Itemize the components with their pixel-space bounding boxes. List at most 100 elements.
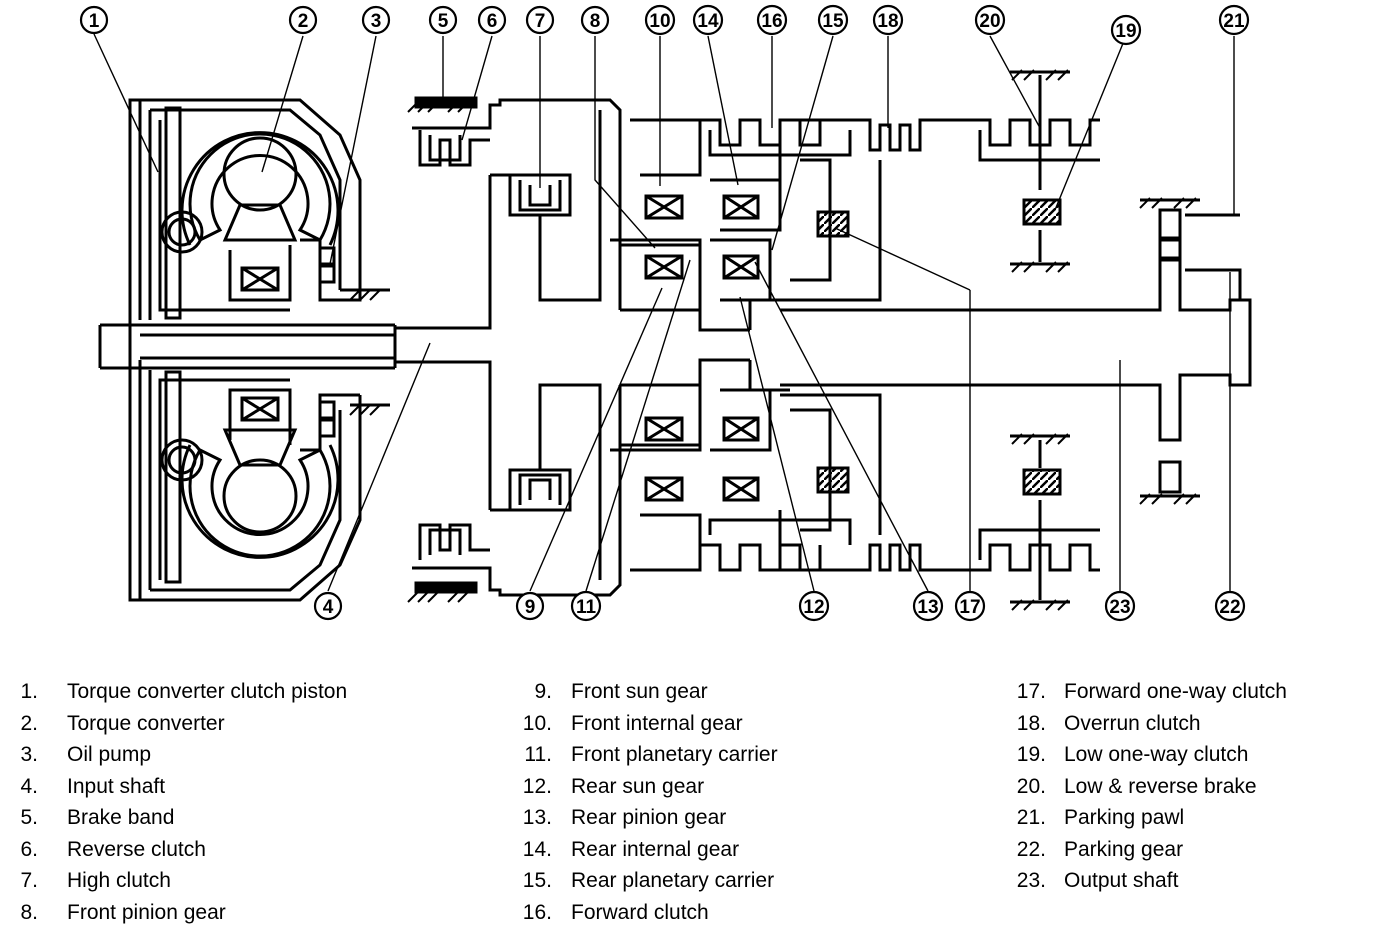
callout-1: 1 <box>79 5 109 35</box>
legend-number: 1. <box>20 680 38 703</box>
callout-23: 23 <box>1104 590 1136 622</box>
svg-text:16: 16 <box>761 11 782 32</box>
callout-6: 6 <box>477 5 507 35</box>
legend-number: 7. <box>20 869 38 892</box>
legend-number: 12. <box>522 774 552 798</box>
legend-number: 6. <box>20 837 38 861</box>
callout-18: 18 <box>872 4 904 36</box>
callout-markers: 1 2 3 4 5 6 7 8 9 10 11 12 13 14 15 16 1… <box>79 4 1250 622</box>
legend-label: Forward one-way clutch <box>1064 680 1287 703</box>
legend-item: 18.Overrun clutch <box>1014 708 1287 740</box>
legend-number: 17. <box>1016 680 1046 703</box>
brake-band-and-reverse-clutch <box>412 96 622 597</box>
legend-item: 19. Low one-way clutch <box>1014 739 1287 771</box>
legend-label: Rear internal gear <box>571 837 740 861</box>
legend-label: Overrun clutch <box>1064 711 1201 735</box>
svg-text:17: 17 <box>959 597 980 618</box>
legend-label: Rear pinion gear <box>571 806 727 829</box>
legend-number: 5. <box>20 806 38 829</box>
svg-text:5: 5 <box>438 11 449 32</box>
legend-label: Oil pump <box>67 743 152 766</box>
legend-number: 10. <box>522 711 552 735</box>
legend-number: 16. <box>522 900 552 924</box>
legend-label: High clutch <box>67 869 171 892</box>
svg-text:4: 4 <box>323 597 334 618</box>
legend-item: 4. Input shaft <box>18 771 347 803</box>
svg-text:7: 7 <box>535 11 546 32</box>
front-planetary-set <box>610 118 750 572</box>
callout-3: 3 <box>361 5 391 35</box>
legend-label: Parking pawl <box>1064 806 1185 829</box>
callout-8: 8 <box>580 5 610 35</box>
svg-text:18: 18 <box>877 11 898 32</box>
callout-10: 10 <box>644 4 676 36</box>
svg-text:3: 3 <box>371 11 382 32</box>
legend-label: Torque converter <box>67 711 225 735</box>
rear-planetary-set <box>710 118 860 572</box>
svg-text:9: 9 <box>525 597 536 618</box>
legend-item: 14. Rear internal gear <box>520 834 778 866</box>
svg-text:22: 22 <box>1219 597 1240 618</box>
callout-15: 15 <box>817 4 849 36</box>
svg-text:13: 13 <box>917 597 938 618</box>
legend-item: 7. High clutch <box>18 865 347 897</box>
legend-item: 10. Front internal gear <box>520 708 778 740</box>
legend-item: 13.Rear pinion gear <box>520 802 778 834</box>
legend-item: 1. Torque converter clutch piston <box>18 676 347 708</box>
svg-text:21: 21 <box>1223 11 1245 32</box>
legend-label: Front pinion gear <box>67 900 226 924</box>
legend-label: Front planetary carrier <box>571 743 778 766</box>
svg-text:20: 20 <box>979 11 1000 32</box>
callout-5: 5 <box>428 5 458 35</box>
legend-number: 15. <box>522 869 552 892</box>
legend-item: 17. Forward one-way clutch <box>1014 676 1287 708</box>
callout-20: 20 <box>974 4 1006 36</box>
legend-column-3: 17. Forward one-way clutch 18.Overrun clu… <box>1014 676 1287 897</box>
svg-text:19: 19 <box>1115 21 1136 42</box>
legend-column-2: 9.Front sun gear 10.Front internal gear … <box>520 676 778 928</box>
legend-label: Torque converter clutch piston <box>67 680 348 703</box>
legend-number: 19. <box>1016 743 1046 766</box>
input-shaft <box>98 175 492 510</box>
low-reverse-brake <box>970 70 1100 604</box>
legend-label: Input shaft <box>67 774 166 798</box>
legend-number: 8. <box>20 900 38 924</box>
legend-item: 2.Torque converter <box>18 708 347 740</box>
svg-text:12: 12 <box>803 597 824 618</box>
svg-text:2: 2 <box>298 11 309 32</box>
leader-lines <box>93 33 1235 592</box>
callout-2: 2 <box>288 5 318 35</box>
torque-converter <box>180 131 340 559</box>
legend-item: 11.Front planetary carrier <box>520 739 778 771</box>
legend-number: 3. <box>20 743 38 766</box>
legend-item: 15.Rear planetary carrier <box>520 865 778 897</box>
legend-label: Rear sun gear <box>571 774 705 798</box>
legend-label: Low one-way clutch <box>1064 743 1249 766</box>
legend-number: 4. <box>20 774 38 798</box>
callout-9: 9 <box>515 591 545 621</box>
legend-label: Front internal gear <box>571 711 743 735</box>
svg-text:11: 11 <box>576 597 597 618</box>
svg-text:10: 10 <box>649 11 670 32</box>
callout-12: 12 <box>798 590 830 622</box>
callout-19: 19 <box>1110 14 1142 46</box>
svg-text:6: 6 <box>487 11 498 32</box>
legend-item: 9.Front sun gear <box>520 676 778 708</box>
callout-22: 22 <box>1214 590 1246 622</box>
callout-13: 13 <box>912 590 944 622</box>
svg-text:15: 15 <box>822 11 844 32</box>
svg-text:1: 1 <box>89 11 100 32</box>
legend-number: 14. <box>522 837 552 861</box>
svg-text:14: 14 <box>697 11 719 32</box>
svg-text:23: 23 <box>1109 597 1130 618</box>
legend-label: Brake band <box>67 806 175 829</box>
transmission-cutaway-diagram: 1 2 3 4 5 6 7 8 9 10 11 12 13 14 15 16 1… <box>79 4 1252 622</box>
callout-14: 14 <box>692 4 724 36</box>
svg-text:8: 8 <box>590 11 601 32</box>
callout-4: 4 <box>313 591 343 621</box>
legend-item: 22.Parking gear <box>1014 834 1287 866</box>
legend-label: Reverse clutch <box>67 837 206 861</box>
legend-label: Parking gear <box>1064 837 1184 861</box>
legend-label: Front sun gear <box>571 680 708 703</box>
legend-number: 23. <box>1016 869 1046 892</box>
